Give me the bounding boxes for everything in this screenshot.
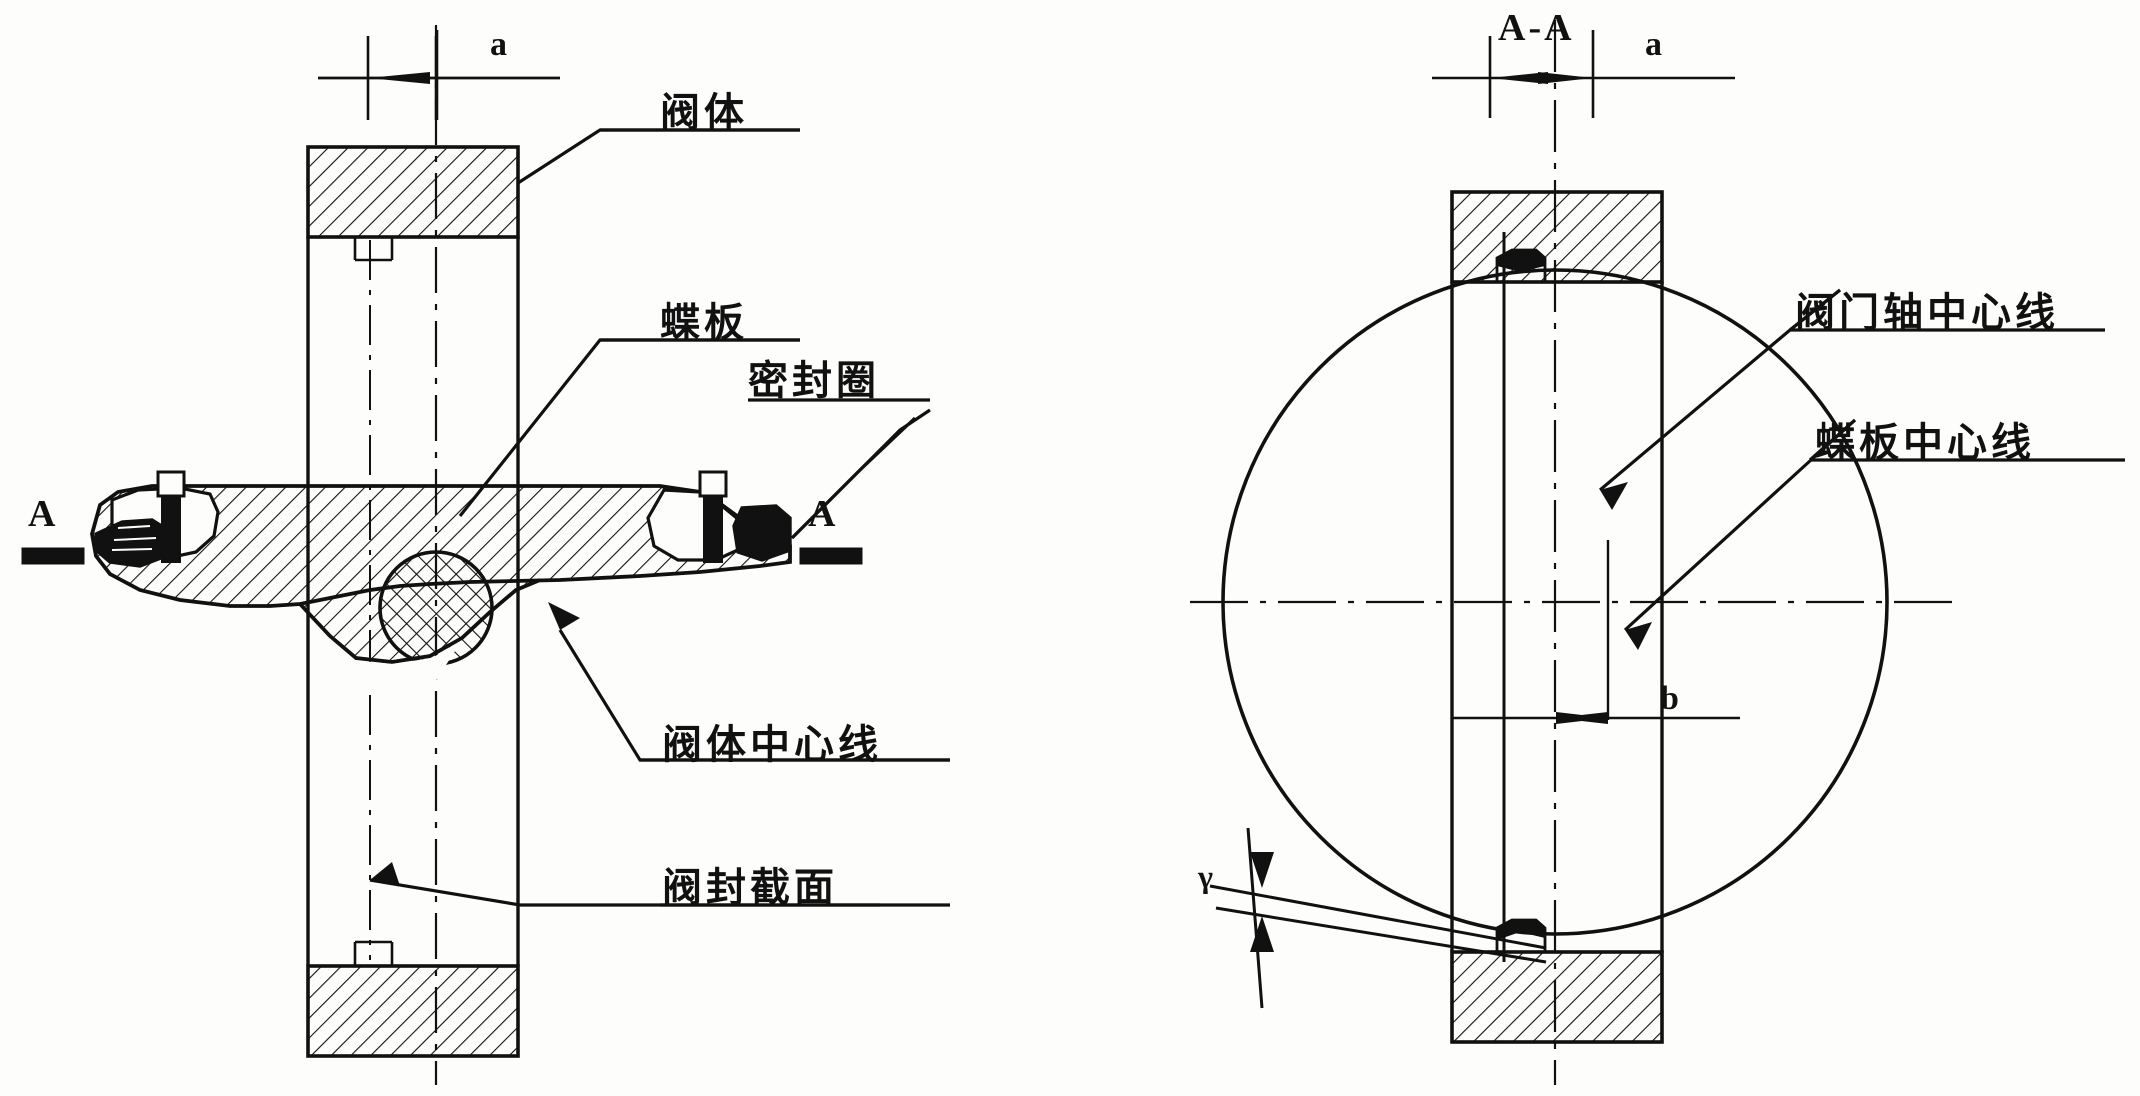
section-title-aa: A-A xyxy=(1498,7,1575,49)
retaining-screw-right xyxy=(698,470,728,563)
upper-seat-detail xyxy=(353,237,394,262)
section-label-a-left: A xyxy=(28,493,59,535)
label-seal-ring: 密封圈 xyxy=(748,359,880,403)
label-valve-shaft-centerline: 阀门轴中心线 xyxy=(1795,291,2059,335)
valve-shaft-section xyxy=(378,550,494,666)
valve-body-upper-block xyxy=(306,145,520,239)
section-markers xyxy=(21,547,863,565)
leader-arrowheads-right xyxy=(1600,482,1652,650)
dimension-a-left xyxy=(318,30,560,120)
valve-body-lower-block xyxy=(306,964,520,1058)
aa-lower-seat-notch xyxy=(1495,918,1547,952)
gamma-angle-indicator xyxy=(1209,827,1547,1009)
aa-bore-walls xyxy=(1450,282,1664,952)
seal-ring-right xyxy=(732,504,792,562)
leader-arrowheads xyxy=(370,602,580,886)
dimension-b-label: b xyxy=(1660,680,1681,717)
section-bar-left xyxy=(21,547,85,565)
label-valve-body-centerline: 阀体中心线 xyxy=(662,723,882,767)
section-bar-right xyxy=(799,547,863,565)
section-label-a-right: A xyxy=(808,493,839,535)
label-underlines-right xyxy=(1790,328,2125,462)
dimension-a-right xyxy=(1432,30,1735,118)
dimension-a-left-label: a xyxy=(490,26,509,63)
aa-body-upper-block xyxy=(1450,190,1664,284)
aa-body-lower-block xyxy=(1450,950,1664,1044)
lower-seat-detail xyxy=(353,940,394,966)
label-butterfly-disc: 蝶板 xyxy=(660,301,748,345)
hub-relief-fill xyxy=(352,640,462,698)
right-view-group xyxy=(1190,20,2125,1085)
left-view-group xyxy=(90,25,950,1085)
label-disc-centerline: 蝶板中心线 xyxy=(1815,421,2035,465)
leader-elbow-disc xyxy=(1808,418,1857,462)
label-seal-section: 阀封截面 xyxy=(662,866,838,910)
dimension-a-right-label: a xyxy=(1645,26,1664,63)
gamma-angle-label: γ xyxy=(1198,858,1215,894)
label-valve-body: 阀体 xyxy=(660,91,748,135)
label-underlines xyxy=(600,128,950,907)
retaining-screw-left xyxy=(156,470,186,563)
leader-elbow-shaft xyxy=(1789,288,1841,332)
dimension-b-right xyxy=(1452,712,1740,724)
aa-upper-seat-notch xyxy=(1495,248,1547,282)
